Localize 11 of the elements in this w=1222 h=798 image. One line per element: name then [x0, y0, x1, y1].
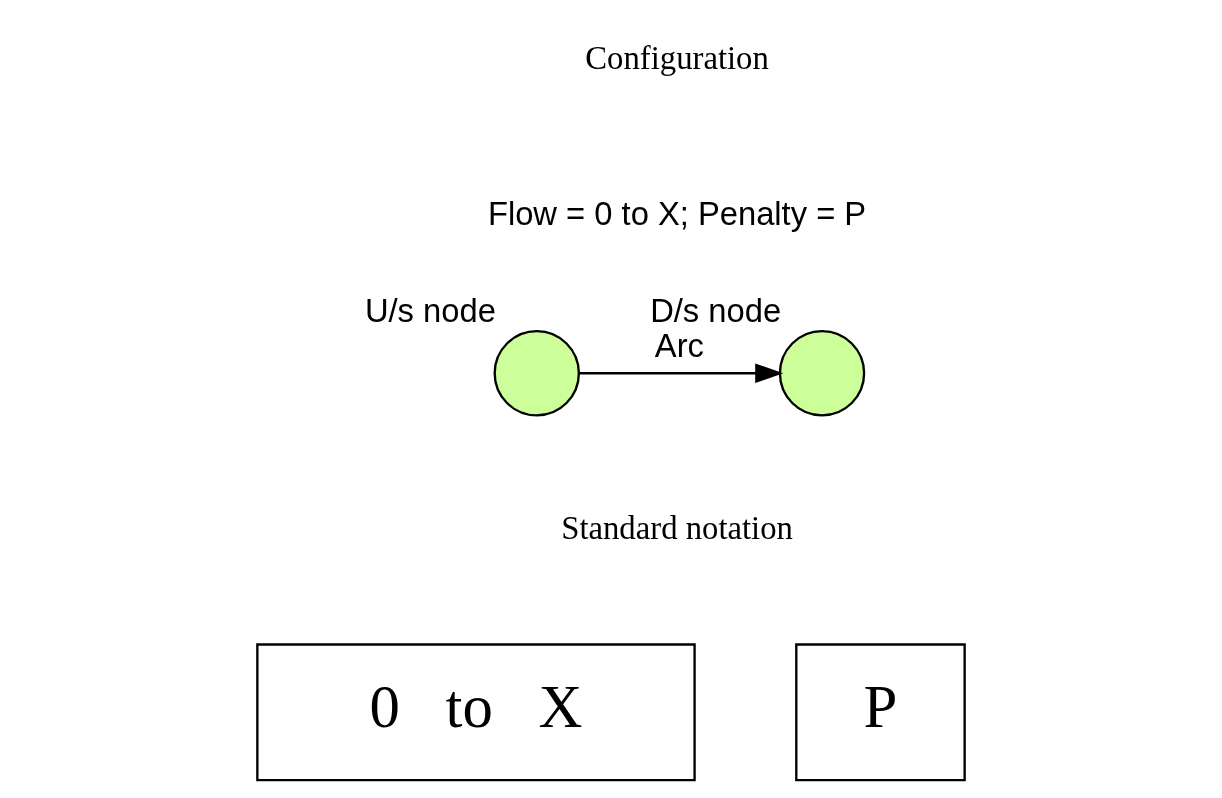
node-box: P — [795, 643, 966, 782]
label: Standard notation — [561, 509, 793, 546]
label: Flow = 0 to X; Penalty = P — [487, 195, 867, 233]
arrow — [578, 363, 784, 384]
label: Configuration — [585, 39, 769, 76]
node-circle — [778, 330, 866, 417]
node-circle — [493, 330, 580, 417]
node-label: U/s node — [364, 292, 496, 330]
node-box: 0 to X — [256, 643, 696, 782]
edge-label: Arc — [654, 327, 704, 365]
node-label: D/s node — [650, 292, 782, 330]
